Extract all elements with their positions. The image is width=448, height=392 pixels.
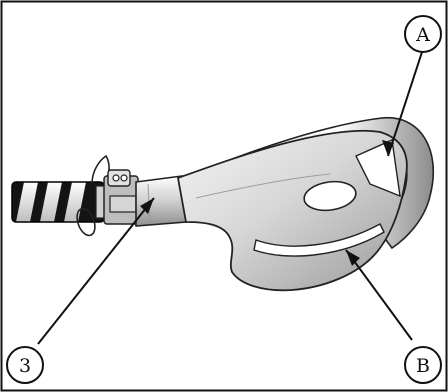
callout-b: B: [404, 346, 442, 384]
plate-head: [176, 117, 435, 292]
leader-lines: [37, 51, 423, 345]
callout-3: 3: [6, 346, 44, 384]
callout-a-label: A: [415, 24, 430, 46]
arrowheads: [140, 140, 394, 266]
striped-handle: [11, 181, 109, 223]
curved-slot: [253, 223, 385, 257]
clamp-coupling: [103, 169, 139, 225]
arrowhead-3: [140, 198, 154, 214]
callout-b-label: B: [416, 355, 430, 377]
leader-line-a: [387, 51, 423, 157]
callout-3-label: 3: [19, 355, 31, 377]
leader-line-b: [345, 249, 413, 341]
arrowhead-a: [382, 140, 394, 156]
arrowhead-b: [346, 250, 360, 266]
leader-line-3: [37, 197, 155, 345]
central-hole: [303, 180, 357, 212]
callout-a: A: [404, 15, 442, 53]
